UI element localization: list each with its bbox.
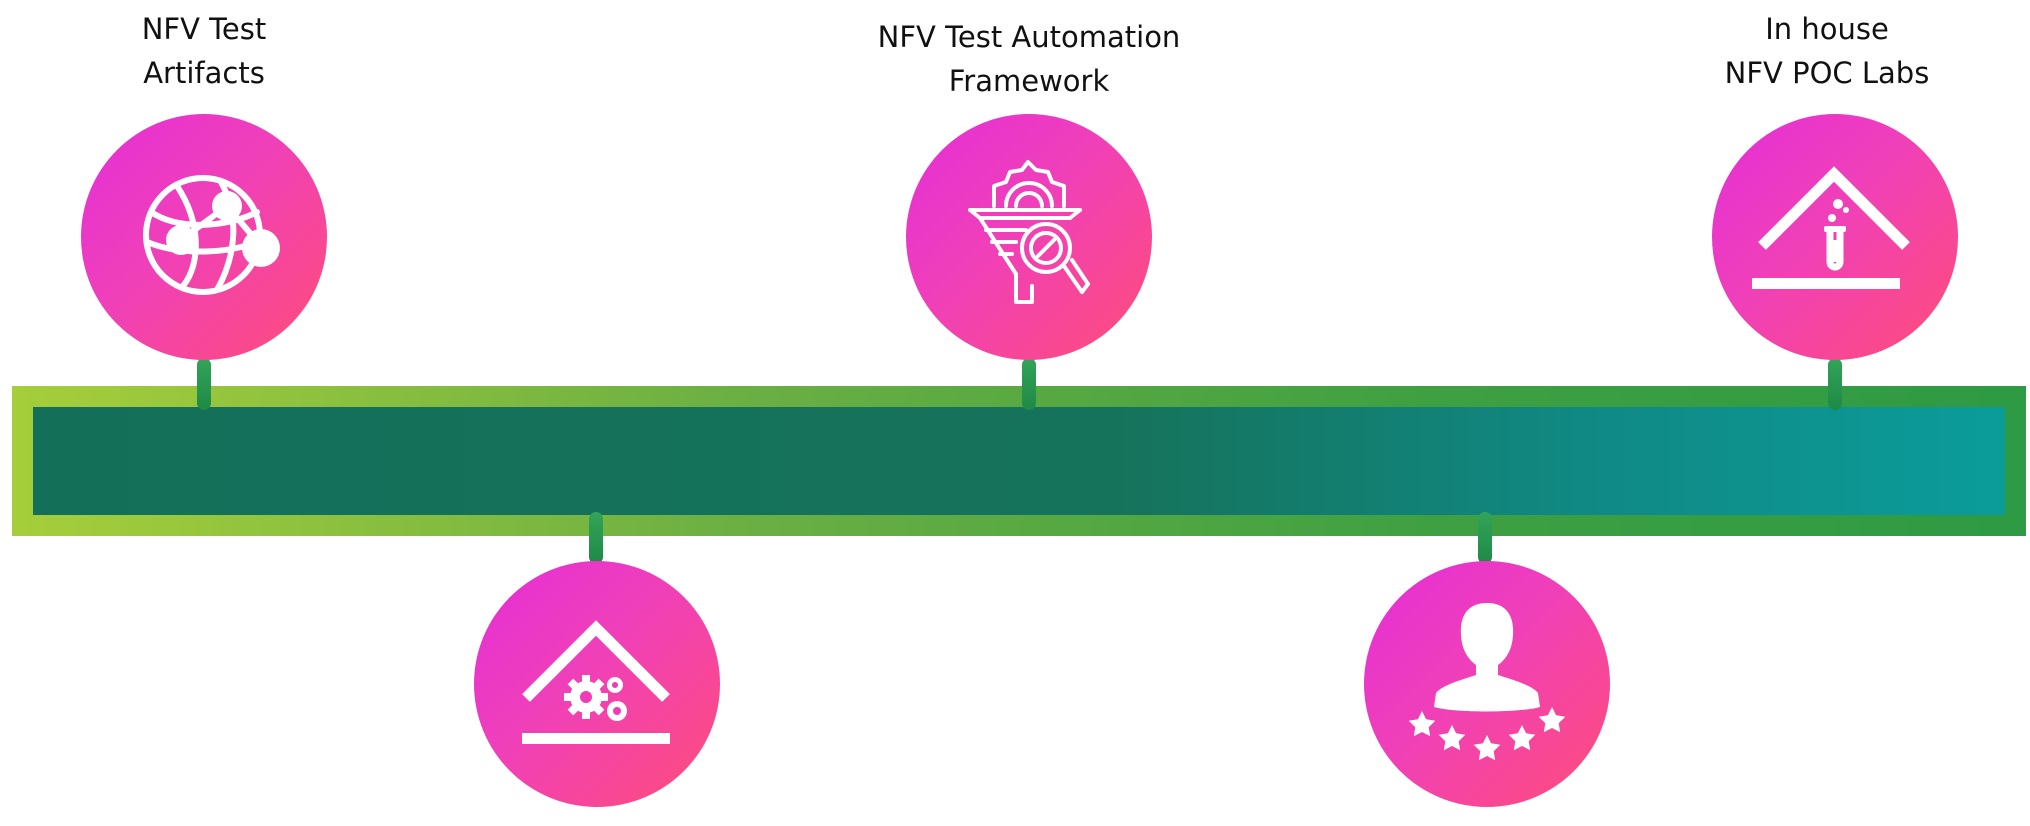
house-gears-icon [522, 620, 670, 744]
label-in-house-nfv-poc-labs: In house NFV POC Labs [1687, 7, 1967, 95]
connector-node-2 [589, 512, 603, 564]
label-line: Framework [948, 64, 1110, 98]
connector-nfv-test-automation-framework [1022, 358, 1036, 410]
connector-node-4 [1478, 512, 1492, 564]
label-nfv-test-artifacts: NFV Test Artifacts [104, 7, 304, 95]
user-rating-stars-icon [1408, 603, 1566, 761]
label-nfv-test-automation-framework: NFV Test Automation Framework [829, 15, 1229, 103]
house-lab-tube-icon [1752, 166, 1910, 289]
label-line: NFV Test [141, 12, 267, 46]
timeline-bar [12, 386, 2026, 536]
circle-node-2 [474, 561, 720, 807]
network-globe-icon [143, 175, 280, 295]
circle-in-house-nfv-poc-labs [1712, 114, 1958, 360]
funnel-magnifier-icon [968, 160, 1090, 304]
timeline-inner-band [33, 407, 2005, 515]
label-line: Artifacts [143, 56, 265, 90]
circle-nfv-test-automation-framework [906, 114, 1152, 360]
circle-node-4 [1364, 561, 1610, 807]
connector-nfv-test-artifacts [197, 358, 211, 410]
label-line: NFV Test Automation [877, 20, 1181, 54]
connector-in-house-nfv-poc-labs [1828, 358, 1842, 410]
label-line: NFV POC Labs [1724, 56, 1930, 90]
label-line: In house [1765, 12, 1889, 46]
circle-nfv-test-artifacts [81, 114, 327, 360]
